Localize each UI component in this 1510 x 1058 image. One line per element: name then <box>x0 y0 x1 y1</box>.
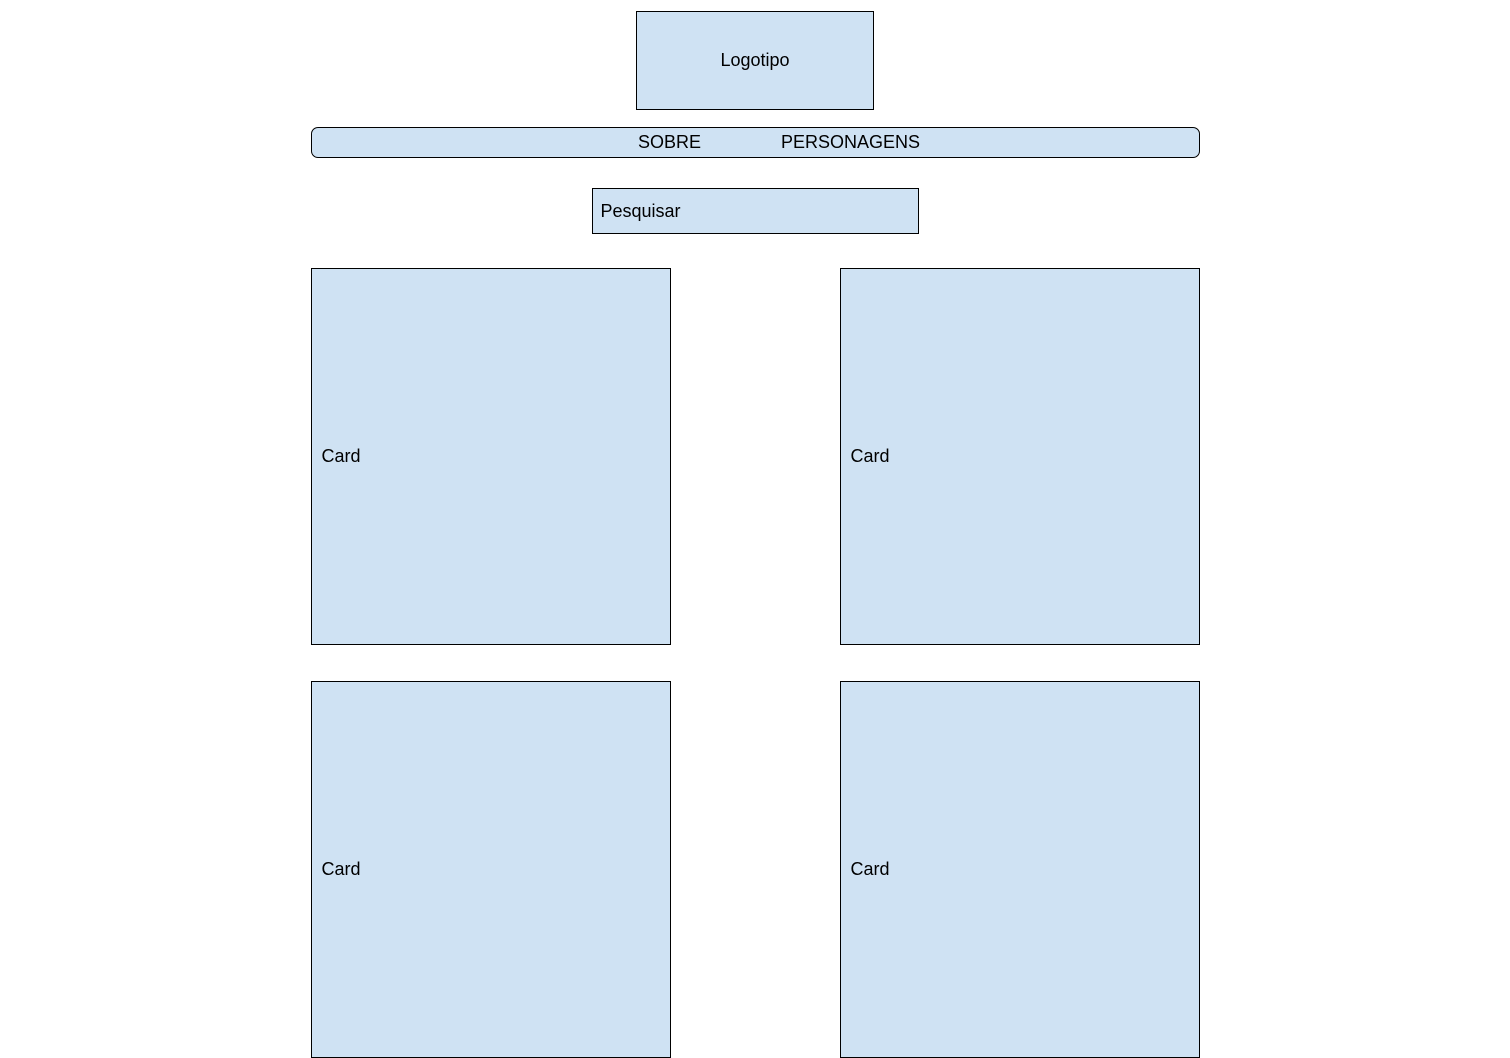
cards-row-2: Card Card <box>310 681 1200 1058</box>
page: Logotipo SOBRE PERSONAGENS Pesquisar Car… <box>0 11 1510 1058</box>
search-input[interactable]: Pesquisar <box>591 188 919 234</box>
nav-item-sobre[interactable]: SOBRE <box>637 132 701 152</box>
search-placeholder: Pesquisar <box>600 200 681 221</box>
card-label: Card <box>321 859 361 879</box>
card-label: Card <box>850 446 890 466</box>
card-label: Card <box>321 446 361 466</box>
card[interactable]: Card <box>310 681 671 1058</box>
cards-row-1: Card Card <box>310 268 1200 645</box>
card[interactable]: Card <box>839 681 1200 1058</box>
logo[interactable]: Logotipo <box>636 11 874 110</box>
card[interactable]: Card <box>839 268 1200 645</box>
logo-label: Logotipo <box>720 50 790 70</box>
card-label: Card <box>850 859 890 879</box>
nav-item-personagens[interactable]: PERSONAGENS <box>780 132 921 152</box>
main-nav: SOBRE PERSONAGENS <box>310 127 1200 158</box>
card[interactable]: Card <box>310 268 671 645</box>
